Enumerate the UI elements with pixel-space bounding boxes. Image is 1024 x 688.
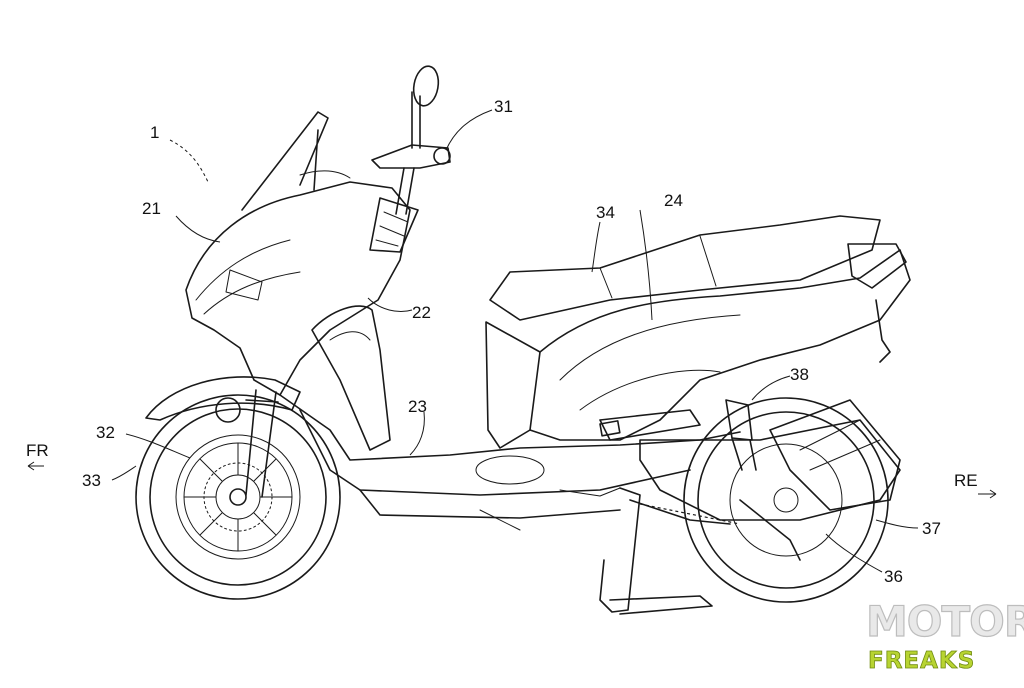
rear-body bbox=[485, 243, 911, 449]
leader-lines bbox=[27, 109, 997, 573]
floor-frame bbox=[279, 394, 741, 531]
ref-34: 34 bbox=[596, 203, 615, 222]
handlebar bbox=[371, 65, 451, 215]
ref-23: 23 bbox=[408, 397, 427, 416]
ref-37: 37 bbox=[922, 519, 941, 538]
center-stand bbox=[599, 487, 741, 615]
watermark-line2: FREAKS bbox=[868, 648, 975, 674]
ref-24: 24 bbox=[664, 191, 683, 210]
front-cowl bbox=[185, 111, 419, 396]
ref-32: 32 bbox=[96, 423, 115, 442]
ref-22: 22 bbox=[412, 303, 431, 322]
ref-38: 38 bbox=[790, 365, 809, 384]
leg-shield bbox=[311, 305, 391, 451]
front-wheel bbox=[135, 394, 341, 600]
rear-wheel bbox=[683, 397, 889, 603]
ref-31: 31 bbox=[494, 97, 513, 116]
direction-rear-label: RE bbox=[954, 471, 978, 490]
front-fork bbox=[145, 376, 301, 498]
watermark-line1: MOTOR bbox=[866, 597, 1024, 646]
ref-21: 21 bbox=[142, 199, 161, 218]
ref-1: 1 bbox=[150, 123, 159, 142]
direction-front-label: FR bbox=[26, 441, 49, 460]
reference-numerals: 1 21 22 23 24 31 32 33 34 36 37 38 bbox=[82, 97, 941, 586]
watermark-logo: MOTOR FREAKS bbox=[865, 596, 1024, 674]
rear-suspension bbox=[639, 399, 901, 561]
seat bbox=[489, 215, 881, 321]
ref-36: 36 bbox=[884, 567, 903, 586]
ref-33: 33 bbox=[82, 471, 101, 490]
